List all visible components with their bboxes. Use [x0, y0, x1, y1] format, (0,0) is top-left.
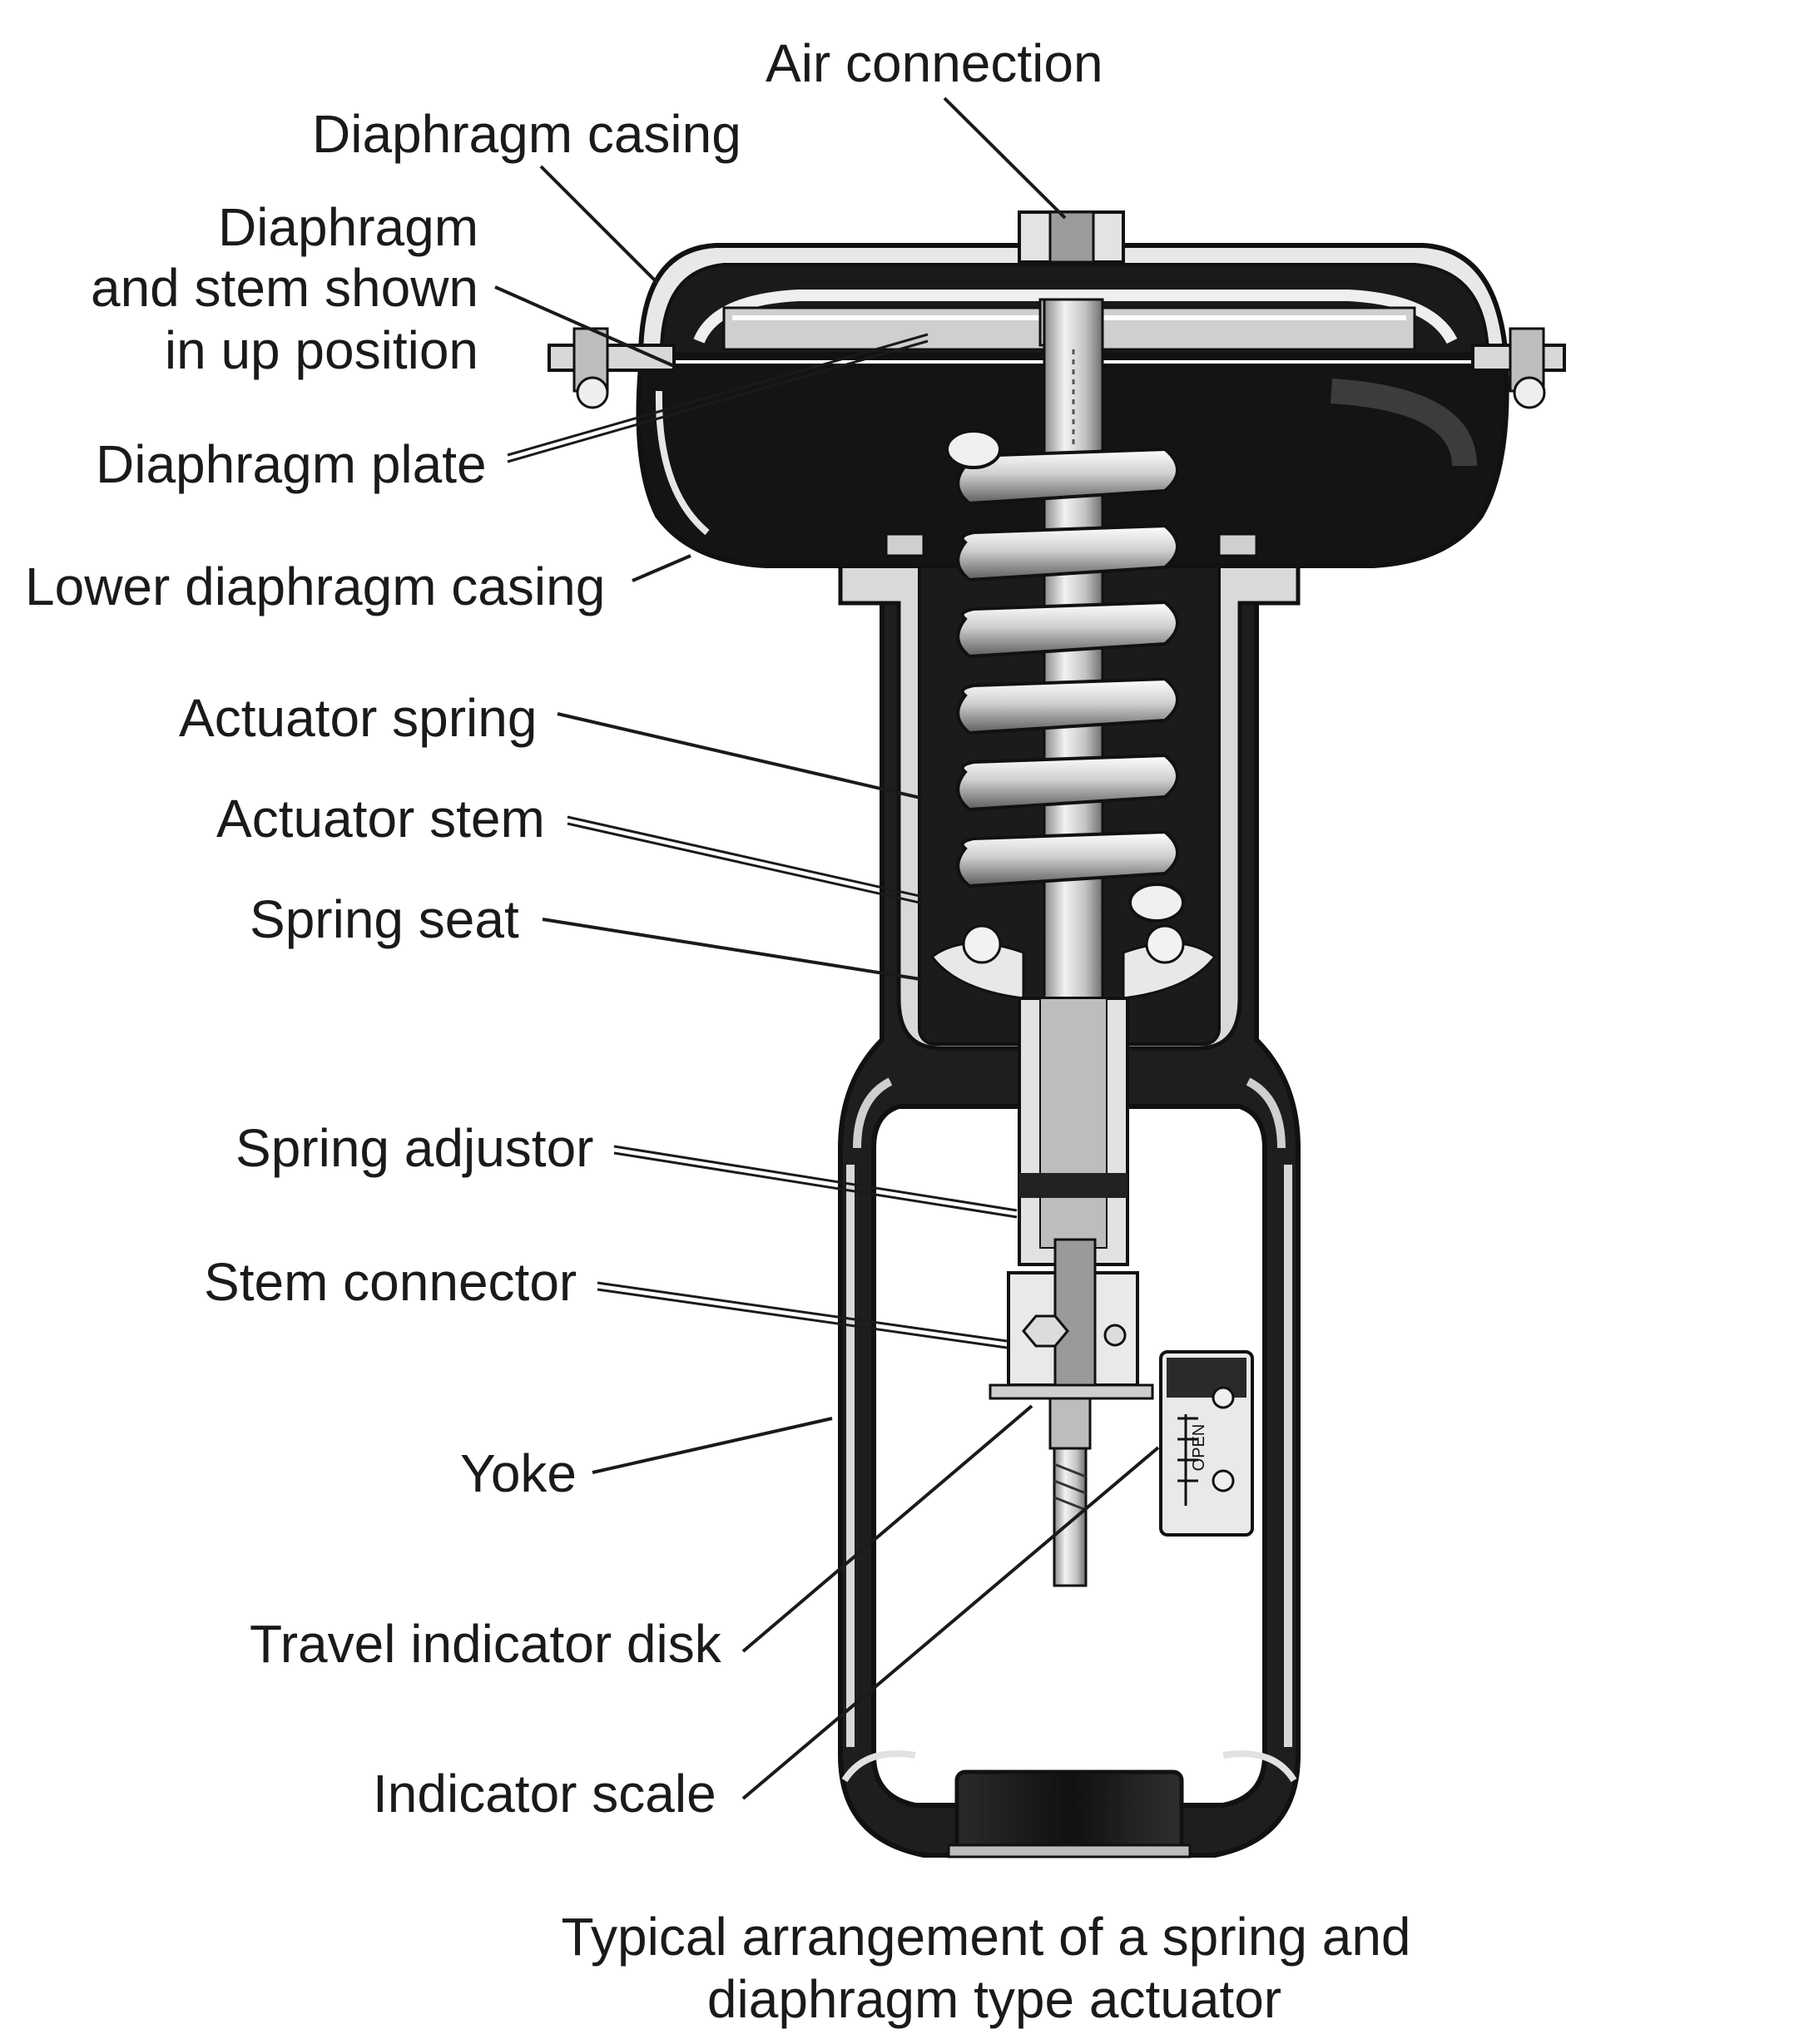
- labels: Air connection Diaphragm casing Diaphrag…: [25, 33, 1103, 1824]
- leader-spring-adjustor: [613, 1145, 1018, 1219]
- spring-coil: [956, 523, 1179, 582]
- leader-lines: [494, 97, 1160, 1800]
- stem-connector: [1007, 1238, 1139, 1387]
- spring-coil-end: [1128, 883, 1185, 923]
- leader-stem-connector: [597, 1281, 1008, 1349]
- label-diaphragm-stem-line1: Diaphragm: [218, 197, 478, 257]
- caption-line1: Typical arrangement of a spring and: [561, 1907, 1410, 1967]
- leader-travel-indicator-disk: [741, 1404, 1033, 1653]
- actuator-drawing: OPEN: [548, 210, 1566, 1858]
- leader-diaphragm-plate: [507, 333, 929, 463]
- leader-diaphragm-casing: [539, 165, 659, 285]
- leader-actuator-stem: [567, 815, 1043, 932]
- label-diaphragm-stem-line3: in up position: [165, 320, 478, 380]
- indicator-scale: OPEN: [1159, 1350, 1254, 1537]
- scale-open-text: OPEN: [1190, 1424, 1208, 1472]
- leader-yoke: [592, 1417, 833, 1474]
- spring-adjustor: [1018, 997, 1129, 1266]
- label-yoke: Yoke: [460, 1443, 577, 1503]
- leader-indicator-scale: [741, 1446, 1160, 1800]
- label-stem-connector: Stem connector: [204, 1252, 577, 1312]
- actuator-spring: [945, 429, 1185, 923]
- spring-coil: [956, 600, 1179, 659]
- spring-coil: [956, 753, 1179, 812]
- leader-actuator-spring: [557, 712, 954, 807]
- label-spring-seat: Spring seat: [250, 889, 519, 949]
- leader-spring-seat: [542, 918, 937, 983]
- label-diaphragm-plate: Diaphragm plate: [96, 434, 487, 494]
- label-diaphragm-casing: Diaphragm casing: [312, 104, 741, 164]
- label-spring-adjustor: Spring adjustor: [235, 1118, 593, 1178]
- spring-coil: [956, 676, 1179, 735]
- label-actuator-spring: Actuator spring: [179, 688, 537, 748]
- label-travel-indicator-disk: Travel indicator disk: [250, 1614, 722, 1674]
- valve-stem: [1053, 1447, 1088, 1587]
- spring-coil-end: [945, 429, 1002, 469]
- spring-coil: [956, 829, 1179, 888]
- label-actuator-stem: Actuator stem: [216, 789, 545, 849]
- travel-indicator-disk: [989, 1383, 1154, 1450]
- caption-line2: diaphragm type actuator: [707, 1969, 1281, 2029]
- label-diaphragm-stem-line2: and stem shown: [91, 258, 478, 318]
- label-lower-diaphragm-casing: Lower diaphragm casing: [25, 557, 605, 616]
- spring-seat: [929, 924, 1217, 1000]
- leader-diaphragm-stem: [494, 285, 675, 368]
- figure-caption: Typical arrangement of a spring and diap…: [561, 1907, 1410, 2029]
- leader-air-connection: [943, 97, 1067, 220]
- label-air-connection: Air connection: [766, 33, 1103, 93]
- label-indicator-scale: Indicator scale: [373, 1764, 716, 1824]
- leader-lower-diaphragm-casing: [632, 554, 691, 582]
